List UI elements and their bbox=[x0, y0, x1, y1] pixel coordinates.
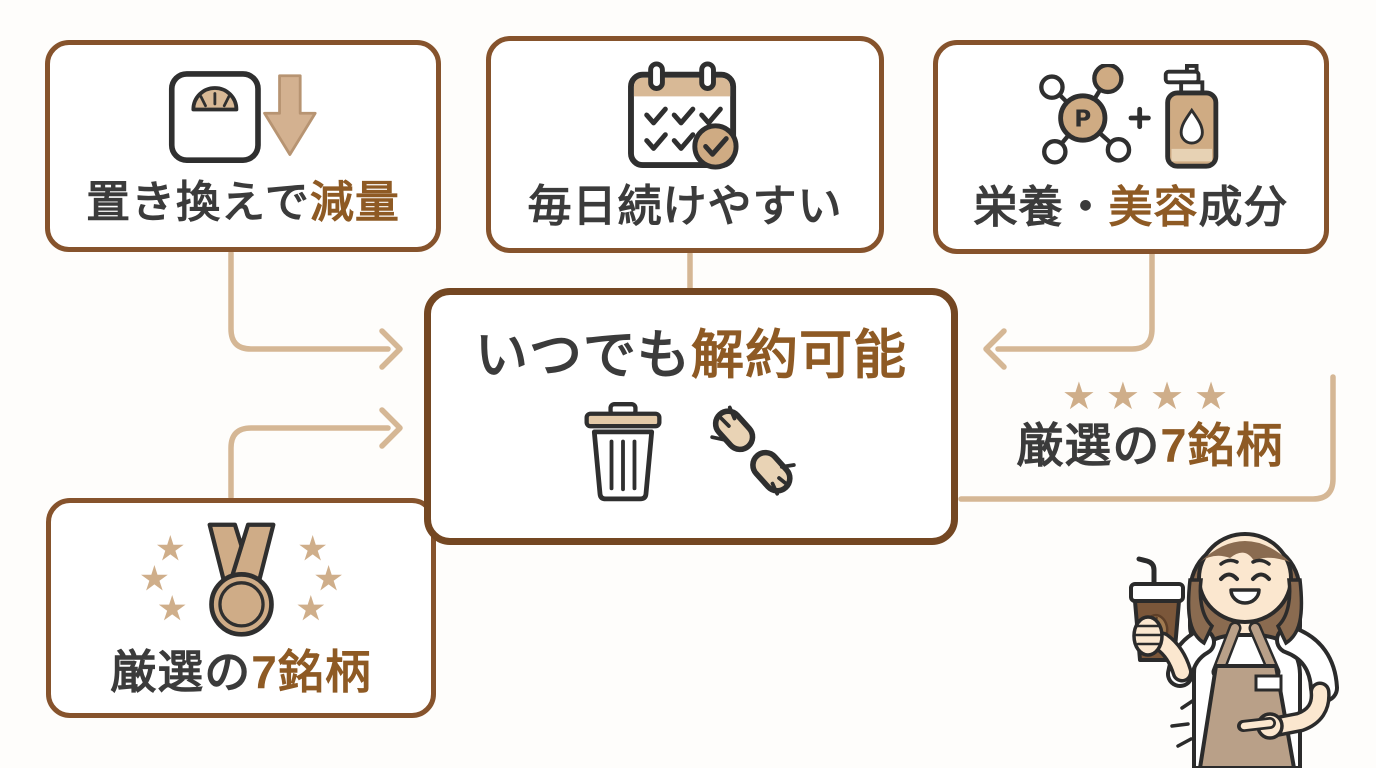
right-callout-label: 厳選の7銘柄 bbox=[1016, 419, 1284, 472]
holding-hand bbox=[1132, 615, 1164, 657]
box-easy-daily-label: 毎日続けやすい bbox=[527, 181, 843, 231]
arrow-top-left-to-center bbox=[228, 250, 403, 370]
right-callout-selected-seven-brands: ★★★★ 厳選の7銘柄 bbox=[985, 378, 1315, 469]
box-replace-diet-label: 置き換えで減量 bbox=[86, 178, 400, 227]
arrow-top-right-to-center bbox=[983, 251, 1155, 370]
weight-scale-down-arrow-icon bbox=[168, 67, 318, 167]
calendar-checks-icon bbox=[624, 60, 746, 171]
medal-with-stars-icon bbox=[129, 521, 354, 639]
medal-stars bbox=[140, 535, 342, 621]
arrow-bottom-left-to-center bbox=[228, 407, 403, 500]
broken-chain-icon bbox=[710, 405, 796, 496]
apron-badge bbox=[1254, 674, 1283, 692]
fringe bbox=[1200, 541, 1290, 562]
apron bbox=[1198, 621, 1296, 768]
emphasis-lines bbox=[1170, 698, 1196, 748]
pointing-hand bbox=[1237, 712, 1284, 740]
barista-woman-illustration bbox=[1129, 532, 1339, 768]
box-easy-daily: 毎日続けやすい bbox=[486, 36, 884, 253]
box-selected-seven-brands: 厳選の7銘柄 bbox=[46, 498, 436, 718]
facial-features bbox=[1219, 558, 1271, 581]
box-cancel-anytime-label: いつでも解約可能 bbox=[475, 326, 907, 385]
trash-icon bbox=[584, 402, 662, 502]
box-selected-seven-brands-label: 厳選の7銘柄 bbox=[110, 646, 372, 698]
box-nutrition-beauty: P 栄養・美容成分 bbox=[933, 40, 1329, 254]
box-cancel-anytime: いつでも解約可能 bbox=[424, 288, 958, 545]
molecule-plus-cosmetic-bottle-icon: P bbox=[1033, 64, 1229, 172]
box-replace-diet: 置き換えで減量 bbox=[45, 40, 441, 252]
bracket-right-callout-to-center bbox=[958, 374, 1336, 502]
svg-text:P: P bbox=[1074, 107, 1091, 133]
box-nutrition-beauty-label: 栄養・美容成分 bbox=[973, 183, 1289, 232]
smile-mouth bbox=[1229, 588, 1261, 605]
four-stars-icon: ★★★★ bbox=[1061, 376, 1239, 418]
